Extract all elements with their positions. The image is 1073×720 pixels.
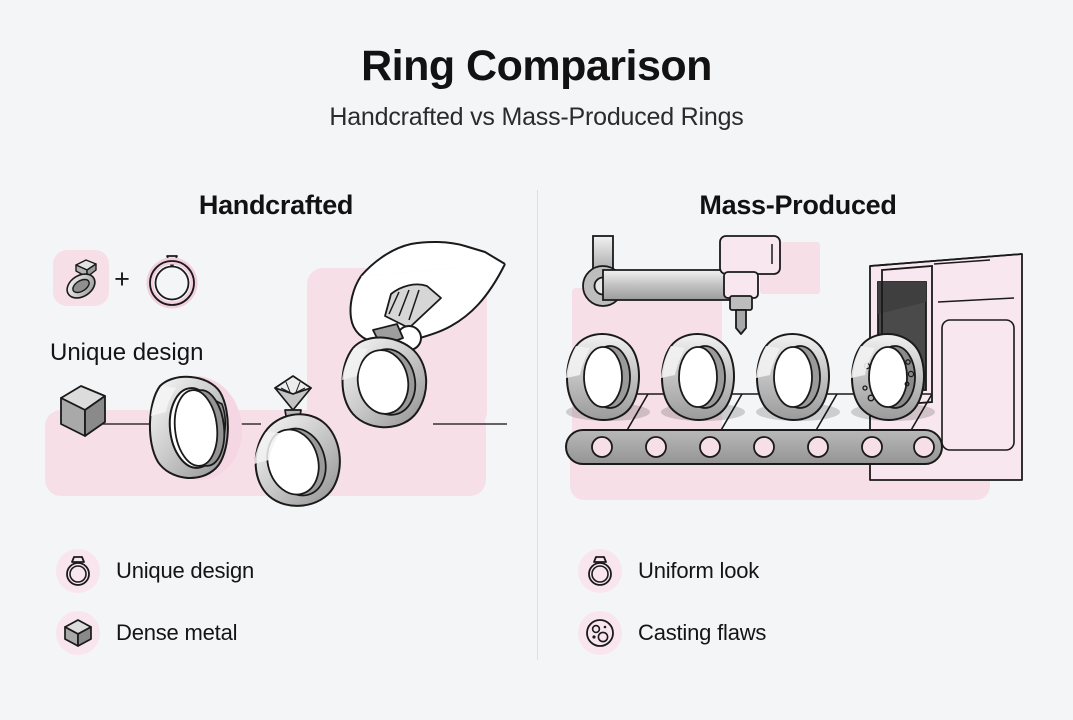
robot-neck — [723, 271, 759, 299]
identical-rings — [566, 333, 935, 421]
page-title: Ring Comparison — [361, 42, 712, 90]
feature-row: Unique design — [56, 545, 254, 597]
conveyor-ring — [756, 333, 840, 421]
ring-diamond — [274, 375, 312, 411]
bubbles-icon — [578, 611, 622, 655]
feature-label: Dense metal — [116, 620, 238, 645]
feature-row: Casting flaws — [578, 607, 766, 659]
column-divider — [537, 190, 538, 660]
ring-icon — [578, 549, 622, 593]
conveyor-ring — [661, 333, 745, 421]
handcrafted-process-illustration: + Unique design — [45, 240, 510, 507]
feature-list-handcrafted: Unique design Dense metal — [56, 545, 254, 669]
mass-production-illustration — [565, 235, 1035, 502]
diamond-ring-icon — [66, 259, 97, 299]
target-ring — [341, 336, 428, 429]
feature-label: Uniform look — [638, 558, 760, 583]
feature-row: Uniform look — [578, 545, 766, 597]
badge-label: Unique design — [50, 339, 203, 366]
hand-placing-gem — [341, 240, 506, 429]
svg-text:+: + — [114, 264, 130, 294]
gem-set-ring — [254, 375, 341, 507]
ring-icon — [56, 549, 100, 593]
column-handcrafted: Handcrafted — [31, 190, 521, 655]
ring-outline-icon — [146, 255, 198, 309]
robot-head — [719, 235, 781, 275]
cube-icon — [56, 611, 100, 655]
conveyor-ring-flawed — [851, 333, 935, 421]
plain-band-ring — [149, 375, 243, 480]
conveyor-belt — [565, 429, 943, 465]
header: Ring Comparison Handcrafted vs Mass-Prod… — [0, 42, 1073, 132]
feature-label: Casting flaws — [638, 620, 767, 645]
feature-list-mass-produced: Uniform look Casting flaws — [578, 545, 766, 669]
conveyor-ring — [566, 333, 650, 421]
metal-cube — [60, 385, 106, 437]
plus-symbol: + — [114, 264, 130, 294]
column-title-handcrafted: Handcrafted — [198, 190, 354, 220]
page-subtitle: Handcrafted vs Mass-Produced Rings — [329, 103, 744, 132]
column-title-mass-produced: Mass-Produced — [699, 190, 897, 220]
conveyor-rollers — [591, 436, 935, 458]
robotic-arm — [582, 235, 781, 335]
column-mass-produced: Mass-Produced — [553, 190, 1043, 655]
feature-row: Dense metal — [56, 607, 254, 659]
feature-label: Unique design — [116, 558, 255, 583]
